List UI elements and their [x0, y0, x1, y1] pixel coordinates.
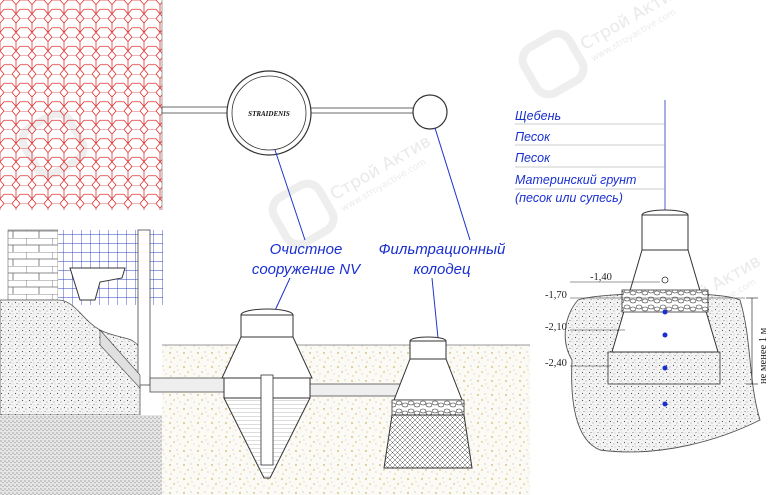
inlet-pipe	[149, 377, 236, 393]
layer-gravel: Щебень	[515, 109, 561, 123]
plan-inlet-pipe	[161, 106, 231, 114]
riser-pipe	[137, 229, 151, 386]
outlet-pipe	[294, 383, 411, 397]
deep-soil	[0, 415, 162, 495]
plan-view: STRAIDENIS	[0, 0, 448, 210]
layer-guides	[515, 100, 666, 210]
level-3: -2,10	[545, 322, 567, 333]
layer-sand-1: Песок	[515, 130, 551, 144]
layer-native-soil: Материнский грунт	[515, 173, 636, 187]
toilet-icon	[69, 267, 126, 301]
plan-treatment-station	[226, 70, 312, 156]
leader-lines	[265, 127, 471, 339]
plan-filter-well	[412, 94, 448, 130]
min-depth-label: не менее 1 м	[758, 327, 769, 384]
brick-wall	[7, 229, 59, 301]
layer-sand-2: Песок	[515, 151, 551, 165]
treatment-label-line2: сооружение NV	[252, 261, 362, 278]
ground-profile	[162, 345, 530, 495]
filter-well-label-line2: колодец	[413, 261, 471, 278]
treatment-station-section	[221, 308, 313, 479]
building-section	[0, 229, 163, 495]
level-1: -1,40	[590, 272, 612, 283]
treatment-label-line1: Очистное	[270, 241, 343, 258]
layer-native-soil-note: (песок или супесь)	[515, 191, 623, 205]
brand-label: STRAIDENIS	[248, 110, 290, 118]
filter-well-label-line1: Фильтрационный	[379, 241, 506, 258]
filter-well-detail	[564, 209, 761, 453]
watermark-text: Строй Актив	[577, 0, 684, 55]
level-2: -1,70	[545, 290, 567, 301]
level-4: -2,40	[545, 358, 567, 369]
filter-well-section	[383, 336, 473, 469]
paving-grid	[0, 0, 162, 210]
plan-outlet-pipe	[308, 107, 416, 114]
